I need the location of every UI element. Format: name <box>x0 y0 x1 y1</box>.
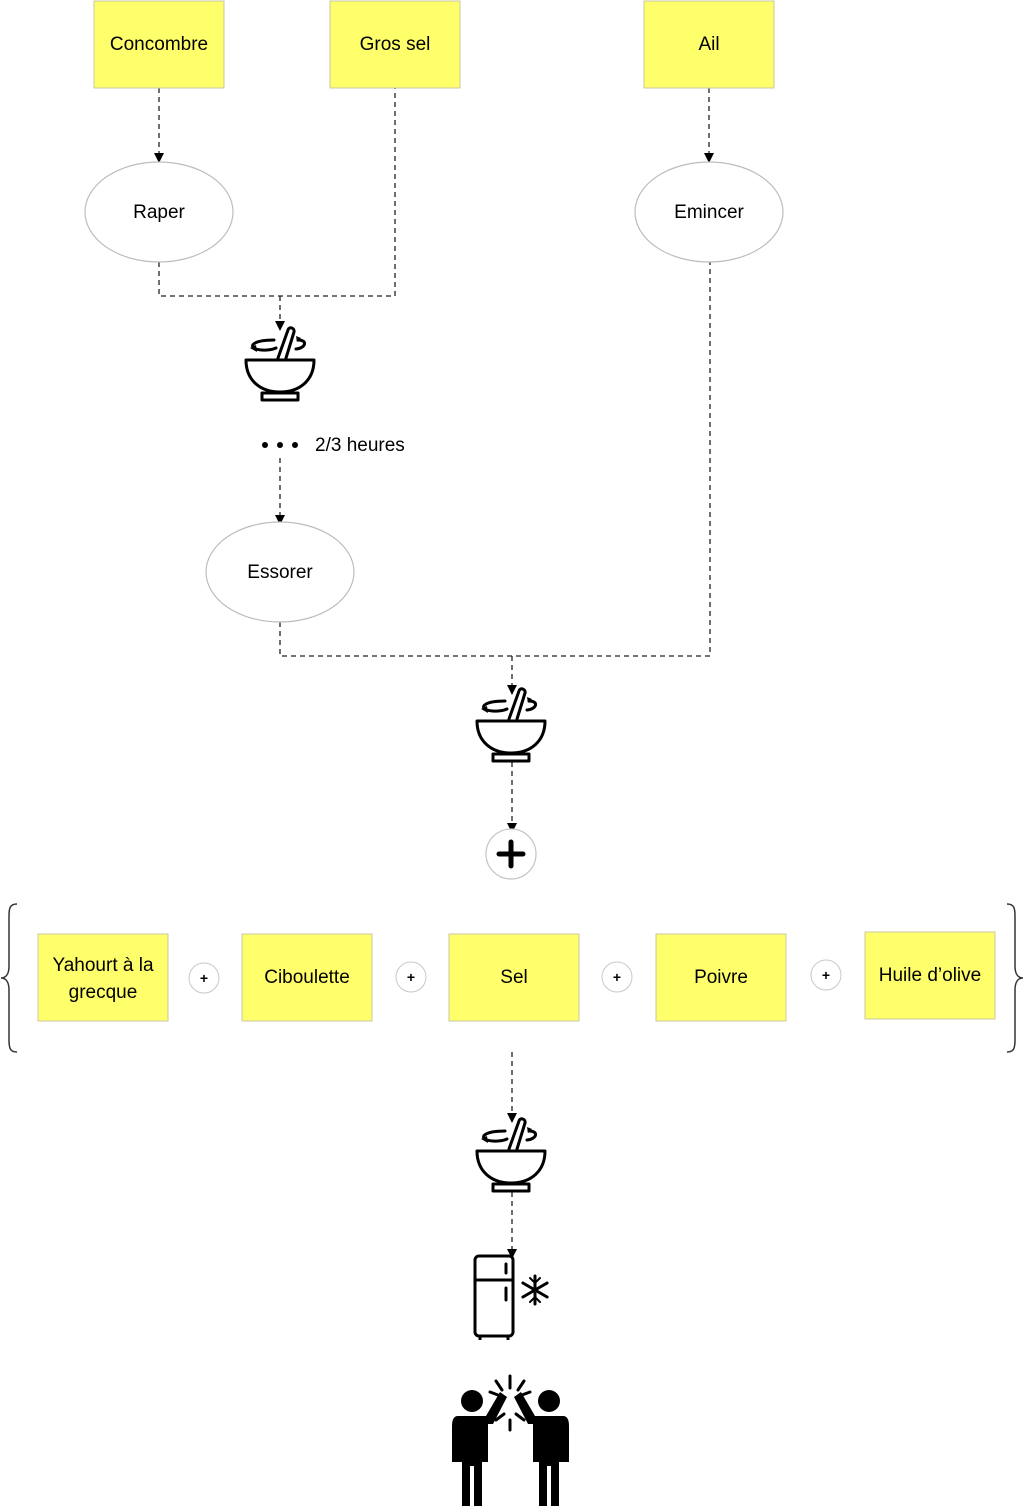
sticky-garlic: Ail <box>643 0 775 89</box>
sticky-cucumber: Concombre <box>93 0 225 89</box>
wait-indicator: 2/3 heures <box>262 435 405 456</box>
right-brace <box>1006 903 1024 1053</box>
fridge-icon <box>473 1254 515 1340</box>
sticky-salt: Sel <box>448 933 580 1022</box>
snowflake-icon <box>521 1274 549 1306</box>
svg-text:+: + <box>407 969 415 985</box>
plus-connector: + <box>601 961 633 993</box>
olive-oil-label: Huile d’olive <box>879 965 981 986</box>
svg-text:+: + <box>822 967 830 983</box>
svg-text:+: + <box>200 970 208 986</box>
step-slice: Emincer <box>634 161 784 263</box>
wait-duration-label: 2/3 heures <box>315 435 405 456</box>
coarse-salt-label: Gros sel <box>360 34 431 55</box>
sticky-greek-yogurt: Yahourt à la grecque <box>37 933 169 1022</box>
svg-text:+: + <box>613 969 621 985</box>
plus-connector: + <box>395 961 427 993</box>
big-plus-icon <box>485 828 537 880</box>
step-squeeze: Essorer <box>205 521 355 623</box>
connector-squeeze-slice <box>279 262 711 657</box>
left-brace <box>0 903 18 1053</box>
mixing-bowl-icon <box>475 687 547 763</box>
chives-label: Ciboulette <box>264 967 350 988</box>
cucumber-label: Concombre <box>110 34 208 55</box>
plus-connector: + <box>810 959 842 991</box>
mixing-bowl-icon <box>244 326 316 402</box>
slice-label: Emincer <box>674 202 744 223</box>
connector-grate-salt <box>158 88 396 297</box>
mixing-bowl-icon <box>475 1117 547 1193</box>
step-grate: Raper <box>84 161 234 263</box>
sticky-olive-oil: Huile d’olive <box>864 931 996 1020</box>
salt-label: Sel <box>500 967 527 988</box>
plus-connector: + <box>188 962 220 994</box>
high-five-icon <box>452 1374 569 1506</box>
garlic-label: Ail <box>698 34 719 55</box>
greek-yogurt-label-line1: Yahourt à la <box>52 955 153 976</box>
sticky-chives: Ciboulette <box>241 933 373 1022</box>
grate-label: Raper <box>133 202 185 223</box>
sticky-pepper: Poivre <box>655 933 787 1022</box>
sticky-coarse-salt: Gros sel <box>329 0 461 89</box>
ellipsis-dot <box>277 442 283 448</box>
ellipsis-dot <box>262 442 268 448</box>
ellipsis-dot <box>292 442 298 448</box>
squeeze-label: Essorer <box>247 562 313 583</box>
pepper-label: Poivre <box>694 967 748 988</box>
greek-yogurt-label-line2: grecque <box>69 982 138 1003</box>
